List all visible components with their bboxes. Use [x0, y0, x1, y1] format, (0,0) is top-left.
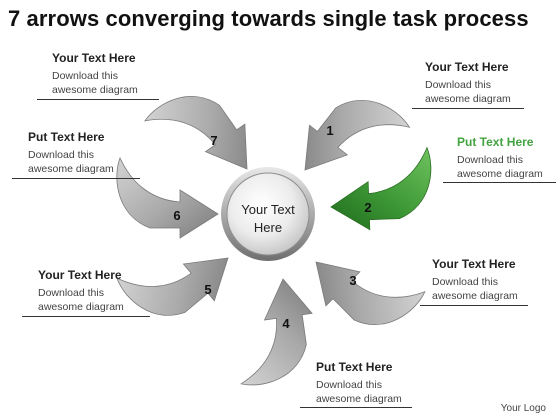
label-heading: Your Text Here	[52, 51, 136, 65]
center-text-line2: Here	[254, 220, 282, 235]
label-body: Download this awesome diagram	[425, 78, 560, 106]
logo-text: Your Logo	[500, 403, 546, 414]
arrow-number-4: 4	[282, 316, 290, 331]
label-arrow-3: Your Text Here Download this awesome dia…	[432, 257, 560, 303]
label-heading: Put Text Here	[28, 130, 105, 144]
arrow-number-2: 2	[364, 200, 371, 215]
label-body: Download this awesome diagram	[457, 153, 560, 181]
label-arrow-2: Put Text Here Download this awesome diag…	[457, 135, 560, 181]
label-arrow-1: Your Text Here Download this awesome dia…	[425, 60, 560, 106]
arrow-number-3: 3	[349, 273, 356, 288]
label-underline-6	[12, 178, 140, 179]
label-body: Download this awesome diagram	[38, 286, 178, 314]
arrow-number-1: 1	[326, 123, 333, 138]
arrow-number-7: 7	[210, 133, 217, 148]
center-text-line1: Your Text	[241, 202, 295, 217]
label-heading: Your Text Here	[425, 60, 509, 74]
label-line2: awesome diagram	[425, 93, 511, 105]
label-line2: awesome diagram	[52, 84, 138, 96]
arrow-4	[227, 275, 322, 388]
label-line2: awesome diagram	[432, 290, 518, 302]
arrow-2	[328, 147, 434, 232]
label-line2: awesome diagram	[38, 301, 124, 313]
center-disc	[226, 172, 310, 256]
label-arrow-7: Your Text Here Download this awesome dia…	[52, 51, 192, 97]
label-body: Download this awesome diagram	[52, 69, 192, 97]
label-body: Download this awesome diagram	[316, 378, 456, 406]
label-line2: awesome diagram	[457, 168, 543, 180]
page-title: 7 arrows converging towards single task …	[8, 6, 529, 31]
label-arrow-4: Put Text Here Download this awesome diag…	[316, 360, 456, 406]
label-body: Download this awesome diagram	[432, 275, 560, 303]
label-arrow-5: Your Text Here Download this awesome dia…	[38, 268, 178, 314]
label-body: Download this awesome diagram	[28, 148, 168, 176]
label-line1: Download this	[425, 79, 491, 91]
label-underline-2	[443, 182, 556, 183]
label-underline-7	[37, 99, 159, 100]
arrow-number-5: 5	[204, 282, 211, 297]
label-underline-3	[420, 305, 528, 306]
center-circle: Your Text Here	[221, 167, 315, 261]
label-line1: Download this	[457, 154, 523, 166]
label-heading: Put Text Here	[457, 135, 534, 149]
label-underline-5	[22, 316, 150, 317]
label-line1: Download this	[52, 70, 118, 82]
label-heading: Your Text Here	[432, 257, 516, 271]
arrow-number-6: 6	[173, 208, 180, 223]
label-line2: awesome diagram	[28, 163, 114, 175]
label-line1: Download this	[38, 287, 104, 299]
label-line1: Download this	[432, 276, 498, 288]
label-arrow-6: Put Text Here Download this awesome diag…	[28, 130, 168, 176]
label-underline-1	[412, 108, 524, 109]
label-underline-4	[300, 407, 412, 408]
label-heading: Your Text Here	[38, 268, 122, 282]
numbers-layer: 1 2 3 4 5 6 7	[173, 123, 371, 331]
label-line2: awesome diagram	[316, 393, 402, 405]
label-heading: Put Text Here	[316, 360, 393, 374]
label-line1: Download this	[316, 379, 382, 391]
arrow-3	[298, 221, 428, 352]
label-line1: Download this	[28, 149, 94, 161]
